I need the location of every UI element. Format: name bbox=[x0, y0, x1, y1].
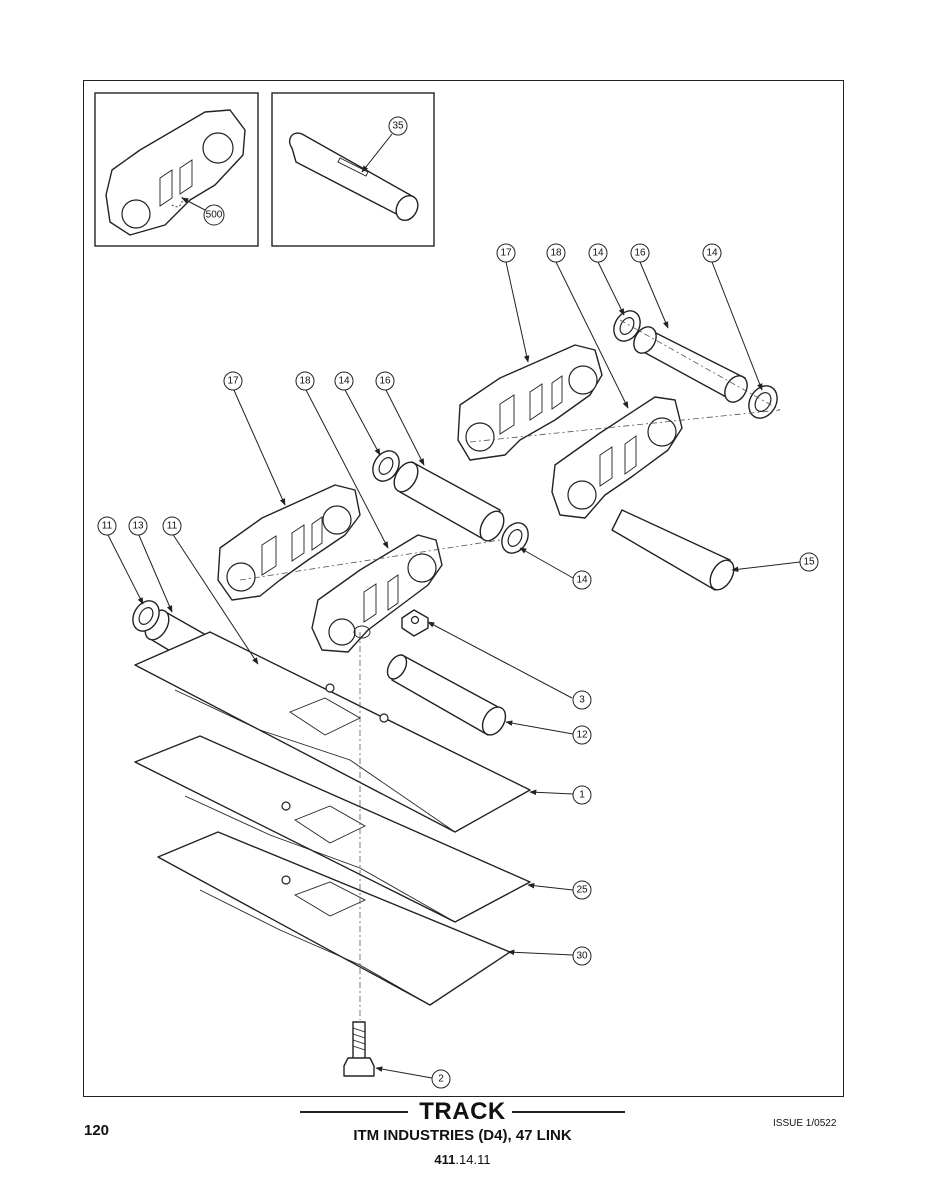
callout-11-left: 11 bbox=[97, 516, 117, 536]
callout-17-middle: 17 bbox=[223, 371, 243, 391]
callout-1: 1 bbox=[572, 785, 592, 805]
middle-pin bbox=[386, 654, 507, 736]
callout-16-upper: 16 bbox=[630, 243, 650, 263]
callout-18-middle: 18 bbox=[295, 371, 315, 391]
svg-text:18: 18 bbox=[299, 376, 311, 387]
doc-ref-rest: .14.11 bbox=[455, 1152, 491, 1167]
middle-bushing bbox=[393, 461, 505, 542]
callout-14-upper-right: 14 bbox=[702, 243, 722, 263]
svg-text:14: 14 bbox=[338, 376, 350, 387]
svg-text:35: 35 bbox=[392, 121, 404, 132]
callout-15: 15 bbox=[799, 552, 819, 572]
callout-17-upper: 17 bbox=[496, 243, 516, 263]
issue-label: ISSUE 1/0522 bbox=[773, 1118, 837, 1129]
callout-13: 13 bbox=[128, 516, 148, 536]
svg-text:500: 500 bbox=[206, 210, 223, 221]
svg-text:18: 18 bbox=[550, 248, 562, 259]
callout-11-right: 11 bbox=[162, 516, 182, 536]
svg-text:17: 17 bbox=[227, 376, 239, 387]
inset-link-drawing bbox=[105, 109, 246, 236]
diagram-frame bbox=[83, 80, 844, 1097]
svg-text:11: 11 bbox=[102, 521, 113, 532]
lower-seal-left bbox=[132, 600, 160, 632]
page-number: 120 bbox=[84, 1122, 110, 1139]
middle-inner-link bbox=[311, 534, 443, 653]
svg-text:11: 11 bbox=[167, 521, 178, 532]
track-shoe-25 bbox=[134, 735, 531, 923]
inset-pin-drawing bbox=[288, 132, 419, 222]
callout-14-lower: 14 bbox=[572, 570, 592, 590]
callout-12: 12 bbox=[572, 725, 592, 745]
middle-outer-link bbox=[217, 484, 361, 601]
svg-text:3: 3 bbox=[579, 695, 585, 706]
callout-35: 35 bbox=[388, 116, 408, 136]
svg-text:2: 2 bbox=[438, 1074, 444, 1085]
page-title: TRACK bbox=[419, 1098, 506, 1125]
svg-text:30: 30 bbox=[576, 951, 588, 962]
track-bolt bbox=[343, 1021, 375, 1077]
middle-seal-left bbox=[372, 450, 400, 482]
callout-3: 3 bbox=[572, 690, 592, 710]
svg-text:1: 1 bbox=[579, 790, 585, 801]
svg-text:16: 16 bbox=[634, 248, 646, 259]
page-subtitle: ITM INDUSTRIES (D4), 47 LINK bbox=[353, 1127, 572, 1144]
document-reference: 411.14.11 bbox=[0, 1152, 925, 1167]
callout-30: 30 bbox=[572, 946, 592, 966]
title-rule-left bbox=[300, 1111, 408, 1113]
title-row: TRACK bbox=[300, 1098, 625, 1125]
callout-14-middle: 14 bbox=[334, 371, 354, 391]
track-nut bbox=[401, 609, 429, 637]
upper-outer-link bbox=[457, 344, 603, 461]
callout-2: 2 bbox=[431, 1069, 451, 1089]
callout-18-upper: 18 bbox=[546, 243, 566, 263]
svg-text:14: 14 bbox=[576, 575, 588, 586]
upper-pin bbox=[611, 509, 735, 591]
upper-inner-link bbox=[551, 396, 683, 519]
callout-25: 25 bbox=[572, 880, 592, 900]
svg-text:13: 13 bbox=[132, 521, 144, 532]
callout-16-middle: 16 bbox=[375, 371, 395, 391]
svg-text:14: 14 bbox=[592, 248, 604, 259]
svg-text:14: 14 bbox=[706, 248, 718, 259]
svg-text:16: 16 bbox=[379, 376, 391, 387]
svg-text:17: 17 bbox=[500, 248, 512, 259]
svg-text:12: 12 bbox=[576, 730, 588, 741]
upper-seal-left bbox=[613, 310, 641, 342]
svg-text:15: 15 bbox=[803, 557, 815, 568]
callout-500: 500 bbox=[203, 204, 225, 226]
callout-14-upper-left: 14 bbox=[588, 243, 608, 263]
svg-text:25: 25 bbox=[576, 885, 588, 896]
upper-seal-right bbox=[748, 385, 778, 419]
doc-ref-bold: 411 bbox=[434, 1152, 456, 1167]
title-rule-right bbox=[512, 1111, 625, 1113]
middle-seal-right bbox=[501, 522, 529, 554]
